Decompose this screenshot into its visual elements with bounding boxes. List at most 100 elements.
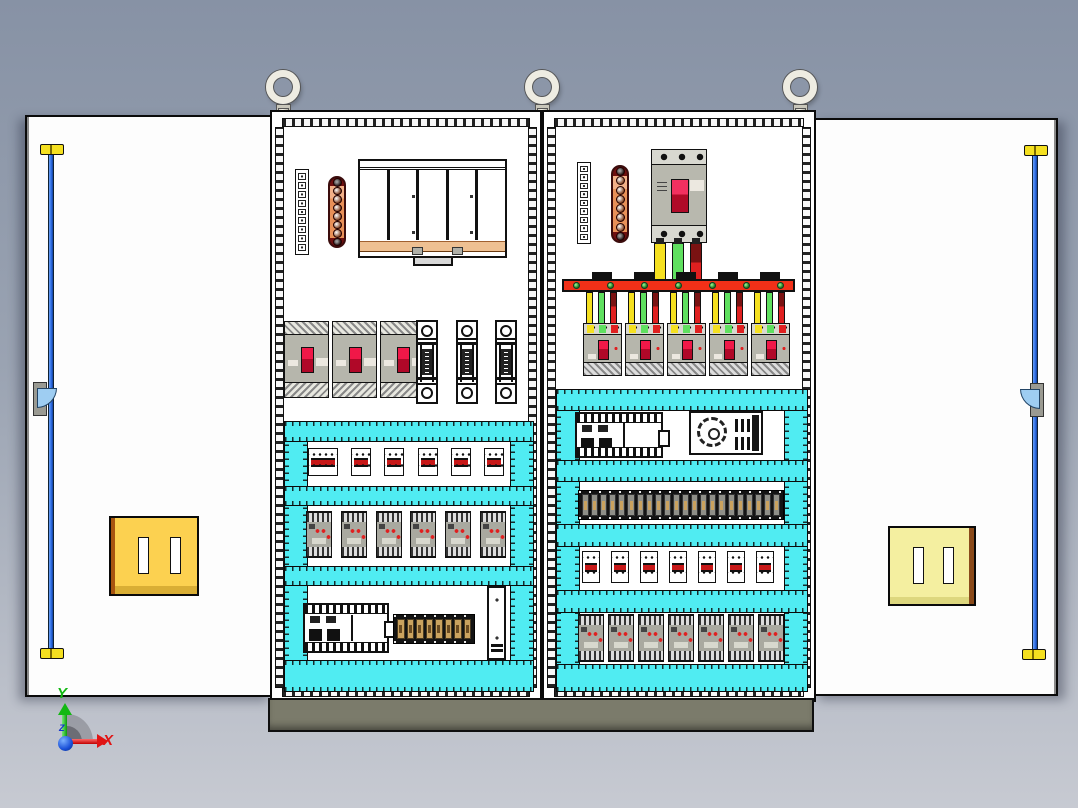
miniature-breaker[interactable] <box>727 551 745 583</box>
busbar-clamp <box>718 272 738 280</box>
terminal-strip-cell <box>580 225 588 232</box>
busbar-hole <box>332 237 342 246</box>
contactor[interactable] <box>758 614 784 662</box>
door-stay-bracket[interactable] <box>33 380 57 416</box>
fuse-holder[interactable] <box>495 320 517 404</box>
wire-duct <box>284 421 534 442</box>
stay-hook <box>37 388 57 408</box>
molded-case-breaker[interactable] <box>332 321 377 398</box>
screw-dot <box>412 195 415 198</box>
wire-duct <box>556 460 808 482</box>
terminal-strip-cell <box>580 199 588 207</box>
wire-duct <box>556 590 808 613</box>
mccb-row-left <box>284 321 425 398</box>
pocket-slot <box>943 547 954 584</box>
terminal-block <box>636 494 644 516</box>
subframe-section <box>478 170 505 240</box>
document-pocket-left[interactable] <box>109 516 199 596</box>
copper-busbar-vertical[interactable] <box>328 176 346 248</box>
fuse-holder[interactable] <box>455 320 478 404</box>
contactor[interactable] <box>728 614 754 662</box>
miniature-breaker[interactable] <box>640 551 658 583</box>
contactor[interactable] <box>340 511 367 558</box>
power-supply-unit[interactable] <box>689 411 763 455</box>
miniature-breaker[interactable] <box>669 551 687 583</box>
lifting-eyebolt[interactable] <box>783 70 817 122</box>
breaker-row-c <box>582 551 774 583</box>
rail-clip <box>452 247 463 255</box>
feeder-breaker[interactable] <box>625 323 664 376</box>
miniature-breaker[interactable] <box>582 551 600 583</box>
miniature-breaker[interactable] <box>417 448 438 476</box>
feeder-breaker-group[interactable] <box>583 272 622 376</box>
terminal-strip-cell <box>580 166 588 173</box>
contactor-row-d <box>578 614 784 662</box>
molded-case-breaker[interactable] <box>380 321 425 398</box>
contactor[interactable] <box>445 511 472 558</box>
subframe-sections <box>360 170 505 240</box>
miniature-breaker[interactable] <box>756 551 774 583</box>
copper-busbar-vertical[interactable] <box>611 165 629 243</box>
wire-duct <box>556 524 808 547</box>
eyebolt-row <box>266 70 817 122</box>
contactor[interactable] <box>638 614 664 662</box>
terminal-strip-vertical[interactable] <box>295 169 309 255</box>
terminal-strip-black[interactable] <box>393 614 475 644</box>
contactor[interactable] <box>608 614 634 662</box>
molded-case-breaker[interactable] <box>284 321 329 398</box>
main-incomer-breaker[interactable] <box>651 149 707 243</box>
cabinet-plinth[interactable] <box>268 698 814 732</box>
feeder-breaker-group[interactable] <box>667 272 706 376</box>
miniature-breaker[interactable] <box>384 448 405 476</box>
mounting-subframe[interactable] <box>358 159 507 258</box>
feeder-breaker[interactable] <box>709 323 748 376</box>
miniature-breaker[interactable] <box>351 448 372 476</box>
phase-bar-green <box>682 292 689 324</box>
phase-bar-yellow <box>754 292 761 324</box>
miniature-breaker[interactable] <box>698 551 716 583</box>
contactor[interactable] <box>698 614 724 662</box>
busbar-hole <box>332 186 342 195</box>
busbar-hole <box>332 195 342 204</box>
document-pocket-right[interactable] <box>888 526 976 606</box>
miniature-breaker[interactable] <box>611 551 629 583</box>
contactor[interactable] <box>668 614 694 662</box>
mounting-rail <box>275 127 284 688</box>
door-stay-bracket[interactable] <box>1020 381 1044 417</box>
right-door[interactable] <box>812 118 1058 696</box>
contactor[interactable] <box>578 614 604 662</box>
contactor[interactable] <box>306 511 332 558</box>
feeder-breaker[interactable] <box>583 323 622 376</box>
busbar-hole <box>332 220 342 229</box>
y-axis-arrow <box>62 715 67 739</box>
terminal-strip-cell <box>298 244 306 252</box>
feeder-breaker-group[interactable] <box>625 272 664 376</box>
terminal-block <box>654 494 662 516</box>
miniature-breaker[interactable] <box>483 448 504 476</box>
feeder-breaker-group[interactable] <box>709 272 748 376</box>
terminal-block <box>663 494 671 516</box>
contactor[interactable] <box>410 511 437 558</box>
miniature-breaker[interactable] <box>308 448 338 476</box>
miniature-breaker[interactable] <box>450 448 471 476</box>
terminal-strip-cell <box>580 182 588 190</box>
feeder-breaker[interactable] <box>667 323 706 376</box>
contactor[interactable] <box>479 511 506 558</box>
plc-module[interactable] <box>575 412 670 458</box>
phase-bar-red <box>736 292 743 324</box>
distribution-busbar[interactable] <box>562 279 795 292</box>
terminal-block <box>691 494 699 516</box>
left-door[interactable] <box>25 115 274 697</box>
contactor[interactable] <box>375 511 402 558</box>
phase-bar-green <box>640 292 647 324</box>
plc-module[interactable] <box>303 603 396 653</box>
fuse-holder[interactable] <box>416 320 438 404</box>
terminal-strip-vertical[interactable] <box>577 162 591 244</box>
terminal-strip-long[interactable] <box>578 490 784 520</box>
feeder-breaker[interactable] <box>751 323 790 376</box>
lifting-eyebolt[interactable] <box>266 70 300 122</box>
subframe-section <box>360 170 390 240</box>
feeder-breaker-group[interactable] <box>751 272 790 376</box>
lifting-eyebolt[interactable] <box>524 70 559 122</box>
